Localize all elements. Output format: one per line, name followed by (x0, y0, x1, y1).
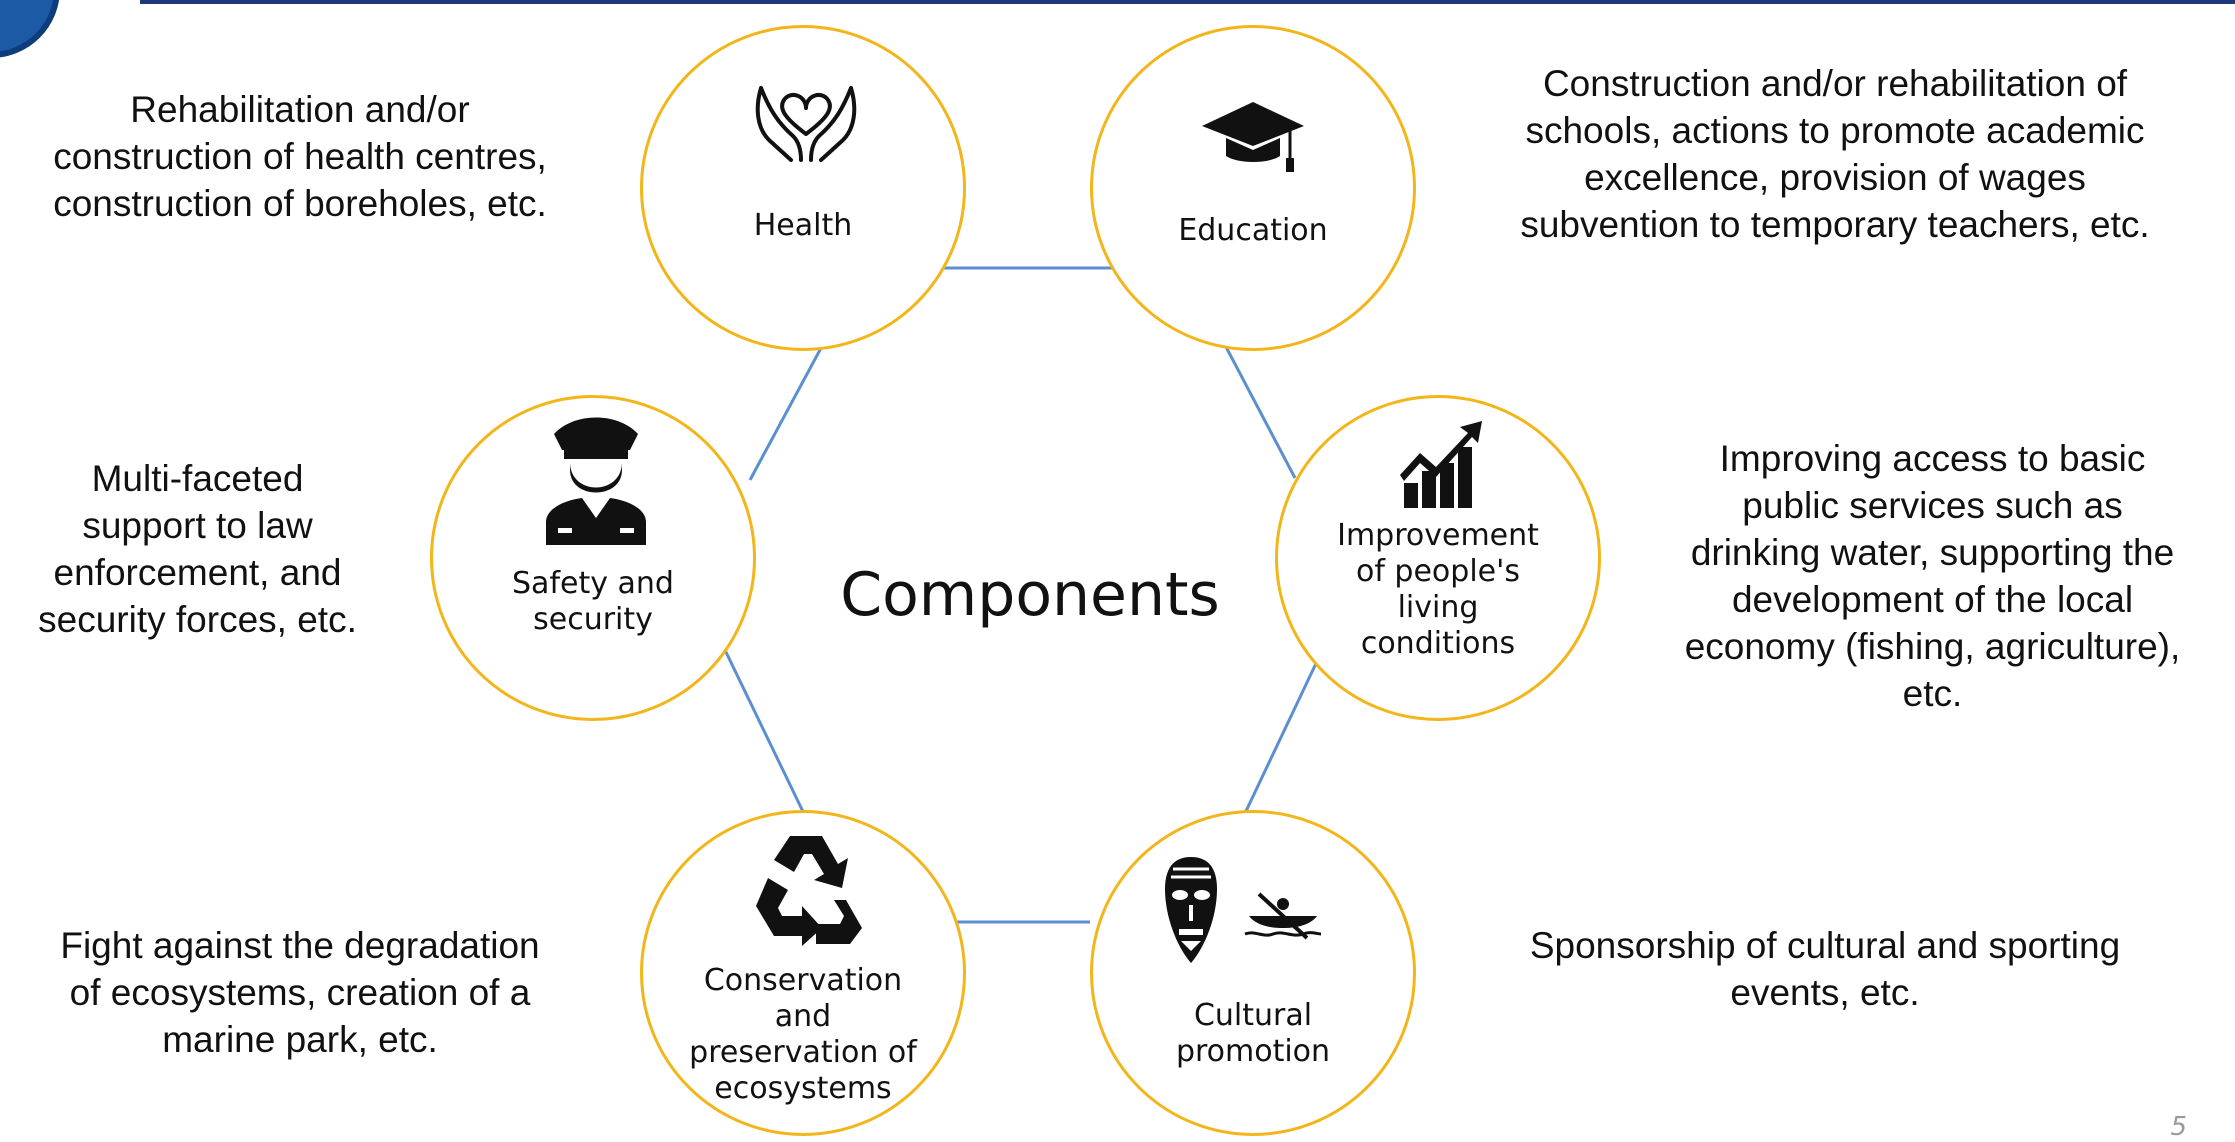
safety-description: Multi-faceted support to law enforcement… (38, 458, 357, 640)
culture-description: Sponsorship of cultural and sporting eve… (1529, 925, 2121, 1013)
page-number: 5 (2170, 1112, 2187, 1142)
safety-node: Safety and security (430, 395, 756, 721)
growth-chart-icon (1400, 421, 1482, 508)
center-title: Components (840, 560, 1220, 630)
recycle-icon (756, 836, 862, 946)
ecosystems-node: Conservation and preservation of ecosyst… (640, 810, 966, 1136)
education-label: Education (1178, 213, 1328, 248)
education-description: Construction and/or rehabilitation of sc… (1520, 63, 2150, 245)
tribal-mask-icon (1165, 857, 1217, 963)
health-node: Health (640, 25, 966, 351)
heart-hands-icon (755, 86, 857, 162)
living-conditions-node: Improvement of people's living condition… (1275, 395, 1601, 721)
header-rule (140, 0, 2235, 4)
education-node: Education (1090, 25, 1416, 351)
living-conditions-label: Improvement of people's living condition… (1337, 518, 1539, 661)
health-label: Health (753, 208, 853, 243)
connector-living-culture (1236, 654, 1322, 829)
health-description: Rehabilitation and/or construction of he… (53, 89, 547, 224)
ecosystems-description: Fight against the degradation of ecosyst… (60, 925, 540, 1060)
connector-safety-health (748, 334, 830, 481)
culture-label: Cultural promotion (1175, 998, 1331, 1069)
ecosystems-label: Conservation and preservation of ecosyst… (689, 963, 917, 1106)
safety-label: Safety and security (512, 566, 674, 637)
connector-education-living (1223, 344, 1297, 479)
graduation-cap-icon (1202, 102, 1304, 172)
police-officer-icon (546, 417, 646, 545)
living-conditions-description: Improving access to basic public service… (1684, 438, 2181, 714)
culture-node: Cultural promotion (1090, 810, 1416, 1136)
canoe-icon (1244, 892, 1322, 940)
connector-ecosystems-safety (723, 649, 810, 823)
